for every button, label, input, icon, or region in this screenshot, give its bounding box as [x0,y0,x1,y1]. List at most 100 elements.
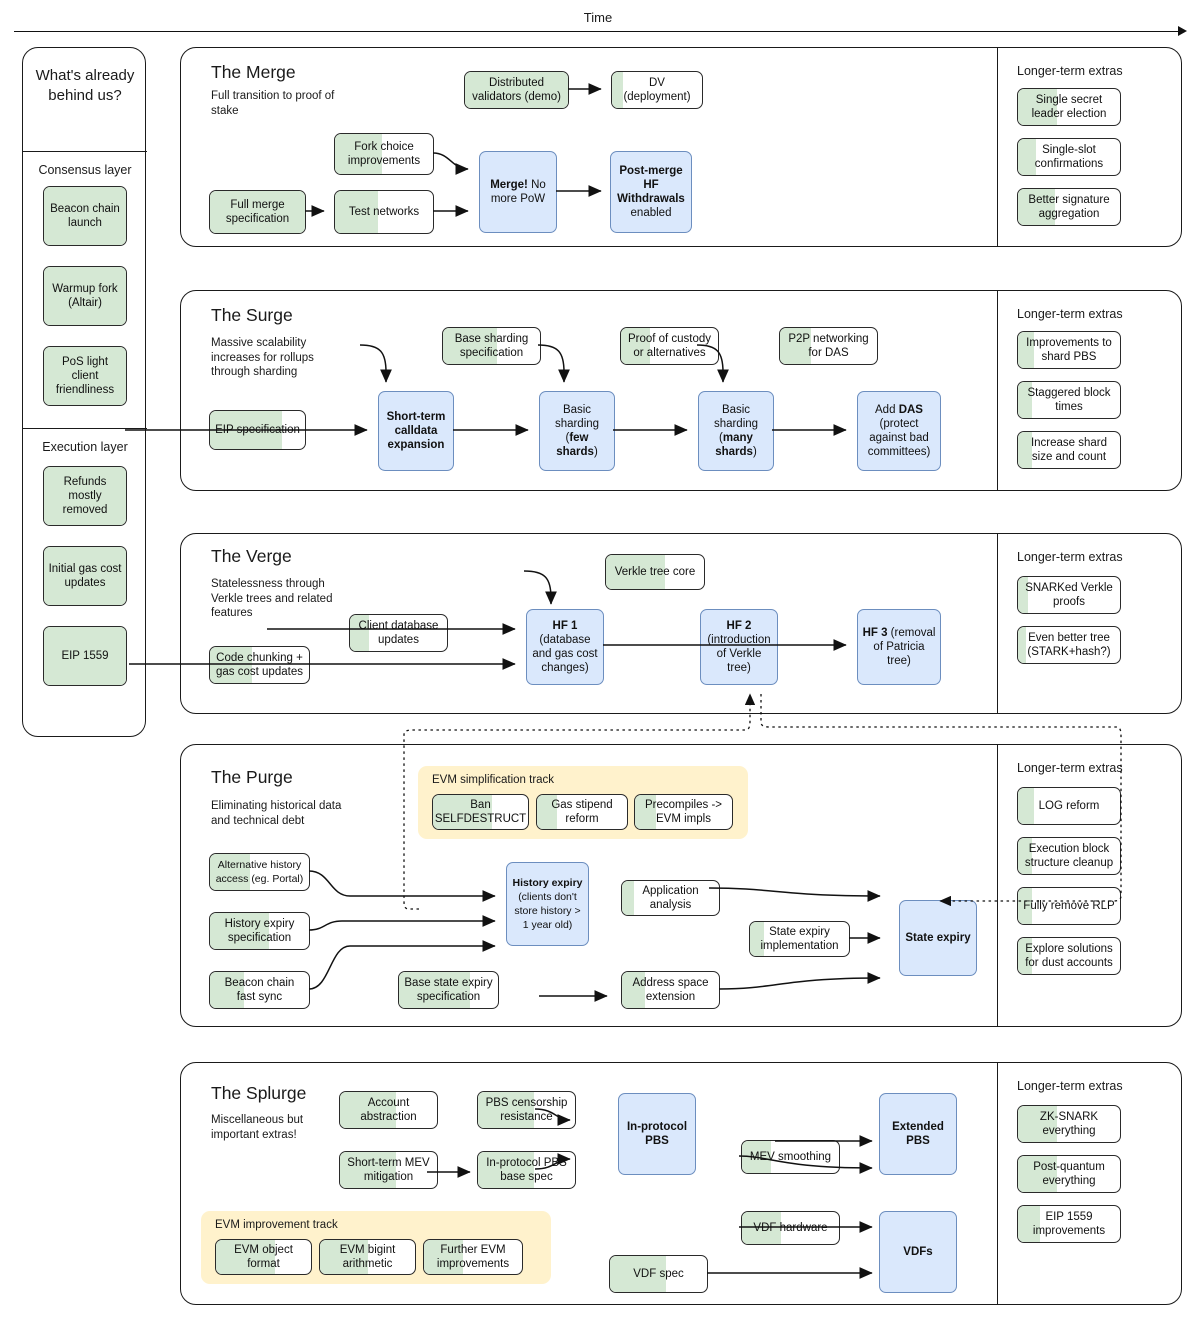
node-history-expiry[interactable]: History expiry (clients don't store hist… [506,862,589,946]
node-precompiles-to-evm-impls[interactable]: Precompiles -> EVM impls [634,794,733,830]
sidebar-item-initial-gas-cost-updates[interactable]: Initial gas cost updates [43,546,127,606]
extra-zk-snark-everything[interactable]: ZK-SNARK everything [1017,1105,1121,1143]
node-state-expiry[interactable]: State expiry [899,900,977,976]
sidebar-item-warmup-fork[interactable]: Warmup fork (Altair) [43,266,127,326]
extra-better-signature-aggregation[interactable]: Better signature aggregation [1017,188,1121,226]
extra-eip-1559-improvements[interactable]: EIP 1559 improvements [1017,1205,1121,1243]
node-alternative-history-access[interactable]: Alternative history access (eg. Portal) [209,853,310,891]
node-test-networks[interactable]: Test networks [334,190,434,234]
node-vdfs[interactable]: VDFs [879,1211,957,1293]
node-extended-pbs[interactable]: Extended PBS [879,1093,957,1175]
extra-fully-remove-rlp[interactable]: Fully remove RLP [1017,887,1121,925]
node-verkle-tree-core[interactable]: Verkle tree core [605,554,705,590]
extra-even-better-tree[interactable]: Even better tree (STARK+hash?) [1017,626,1121,664]
node-vdf-hardware[interactable]: VDF hardware [741,1211,840,1245]
node-ban-selfdestruct[interactable]: Ban SELFDESTRUCT [432,794,529,830]
sidebar-group-label-execution: Execution layer [42,440,128,454]
node-code-chunking-gas-cost-updates[interactable]: Code chunking + gas cost updates [209,646,310,684]
extras-separator-purge [997,745,999,1026]
node-base-sharding-specification[interactable]: Base sharding specification [442,327,541,365]
extras-separator-splurge [997,1063,999,1304]
extra-single-slot-confirmations[interactable]: Single-slot confirmations [1017,138,1121,176]
extras-title-splurge: Longer-term extras [1017,1079,1123,1093]
evm-improvement-track-title: EVM improvement track [215,1219,338,1231]
node-client-database-updates[interactable]: Client database updates [349,614,448,652]
extras-title-verge: Longer-term extras [1017,550,1123,564]
extras-separator-verge [997,534,999,713]
node-application-analysis[interactable]: Application analysis [621,880,720,916]
section-title-splurge: The Splurge [211,1083,307,1103]
extra-post-quantum-everything[interactable]: Post-quantum everything [1017,1155,1121,1193]
extra-snarked-verkle-proofs[interactable]: SNARKed Verkle proofs [1017,576,1121,614]
extras-title-merge: Longer-term extras [1017,64,1123,78]
node-further-evm-improvements[interactable]: Further EVM improvements [423,1239,523,1275]
section-the-surge: The Surge Massive scalability increases … [180,290,1182,491]
node-dv-deployment[interactable]: DV (deployment) [611,71,703,109]
extra-increase-shard-size-and-count[interactable]: Increase shard size and count [1017,431,1121,469]
node-mev-smoothing[interactable]: MEV smoothing [741,1140,840,1174]
section-subtitle-surge: Massive scalability increases for rollup… [211,337,314,378]
node-evm-object-format[interactable]: EVM object format [215,1239,312,1275]
node-pbs-censorship-resistance[interactable]: PBS censorship resistance [477,1091,576,1129]
sidebar-item-pos-light-client[interactable]: PoS light client friendliness [43,346,127,406]
extra-execution-block-structure-cleanup[interactable]: Execution block structure cleanup [1017,837,1121,875]
node-vdf-spec[interactable]: VDF spec [609,1255,708,1293]
node-basic-sharding-many-shards[interactable]: Basic sharding (many shards) [698,391,774,471]
node-full-merge-specification[interactable]: Full merge specification [209,190,306,234]
evm-improvement-track: EVM improvement track EVM object format … [201,1211,551,1284]
node-gas-stipend-reform[interactable]: Gas stipend reform [536,794,628,830]
extras-separator-merge [997,48,999,246]
node-in-protocol-pbs-base-spec[interactable]: In-protocol PBS base spec [477,1151,576,1189]
node-proof-of-custody[interactable]: Proof of custody or alternatives [620,327,719,365]
extra-log-reform[interactable]: LOG reform [1017,787,1121,825]
sidebar-item-refunds-removed[interactable]: Refunds mostly removed [43,466,127,526]
node-fork-choice-improvements[interactable]: Fork choice improvements [334,133,434,175]
sidebar-title: What's already behind us? [35,67,135,104]
section-subtitle-merge: Full transition to proof of stake [211,90,335,117]
node-hf-2[interactable]: HF 2 (introduction of Verkle tree) [700,609,778,685]
node-hf-1[interactable]: HF 1 (database and gas cost changes) [526,609,604,685]
evm-simplification-track-title: EVM simplification track [432,774,555,786]
time-axis-label: Time [583,10,613,25]
extra-improvements-to-shard-pbs[interactable]: Improvements to shard PBS [1017,331,1121,369]
node-eip-specification[interactable]: EIP specification [209,410,306,450]
sidebar-item-beacon-chain-launch[interactable]: Beacon chain launch [43,186,127,246]
sidebar-item-eip-1559[interactable]: EIP 1559 [43,626,127,686]
sidebar-group-label-consensus: Consensus layer [38,163,132,177]
node-basic-sharding-few-shards[interactable]: Basic sharding (few shards) [539,391,615,471]
extra-explore-solutions-for-dust-accounts[interactable]: Explore solutions for dust accounts [1017,937,1121,975]
section-title-merge: The Merge [211,62,296,82]
section-title-purge: The Purge [211,767,293,787]
node-distributed-validators-demo[interactable]: Distributed validators (demo) [464,71,569,109]
node-hf-3[interactable]: HF 3 (removal of Patricia tree) [857,609,941,685]
node-history-expiry-specification[interactable]: History expiry specification [209,912,310,950]
node-beacon-chain-fast-sync[interactable]: Beacon chain fast sync [209,971,310,1009]
node-evm-bigint-arithmetic[interactable]: EVM bigint arithmetic [319,1239,416,1275]
extras-title-purge: Longer-term extras [1017,761,1123,775]
node-base-state-expiry-specification[interactable]: Base state expiry specification [398,971,499,1009]
node-in-protocol-pbs[interactable]: In-protocol PBS [618,1093,696,1175]
section-the-purge: The Purge Eliminating historical data an… [180,744,1182,1027]
node-short-term-calldata-expansion[interactable]: Short-term calldata expansion [378,391,454,471]
section-the-merge: The Merge Full transition to proof of st… [180,47,1182,247]
extra-staggered-block-times[interactable]: Staggered block times [1017,381,1121,419]
section-the-splurge: The Splurge Miscellaneous but important … [180,1062,1182,1305]
section-subtitle-purge: Eliminating historical data and technica… [211,800,342,827]
section-subtitle-splurge: Miscellaneous but important extras! [211,1114,304,1141]
node-merge-no-more-pow[interactable]: Merge! No more PoW [479,151,557,233]
time-arrow-icon [1178,26,1187,36]
node-account-abstraction[interactable]: Account abstraction [339,1091,438,1129]
time-axis-line [14,31,1182,32]
node-short-term-mev-mitigation[interactable]: Short-term MEV mitigation [339,1151,438,1189]
node-add-das[interactable]: Add DAS (protect against bad committees) [857,391,941,471]
node-state-expiry-implementation[interactable]: State expiry implementation [749,921,850,957]
node-post-merge-hf[interactable]: Post-merge HF Withdrawals enabled [610,151,692,233]
node-address-space-extension[interactable]: Address space extension [621,971,720,1009]
time-axis: Time [0,0,1196,40]
extra-single-secret-leader-election[interactable]: Single secret leader election [1017,88,1121,126]
section-the-verge: The Verge Statelessness through Verkle t… [180,533,1182,714]
section-title-verge: The Verge [211,546,292,566]
section-title-surge: The Surge [211,305,293,325]
node-p2p-networking-for-das[interactable]: P2P networking for DAS [779,327,878,365]
